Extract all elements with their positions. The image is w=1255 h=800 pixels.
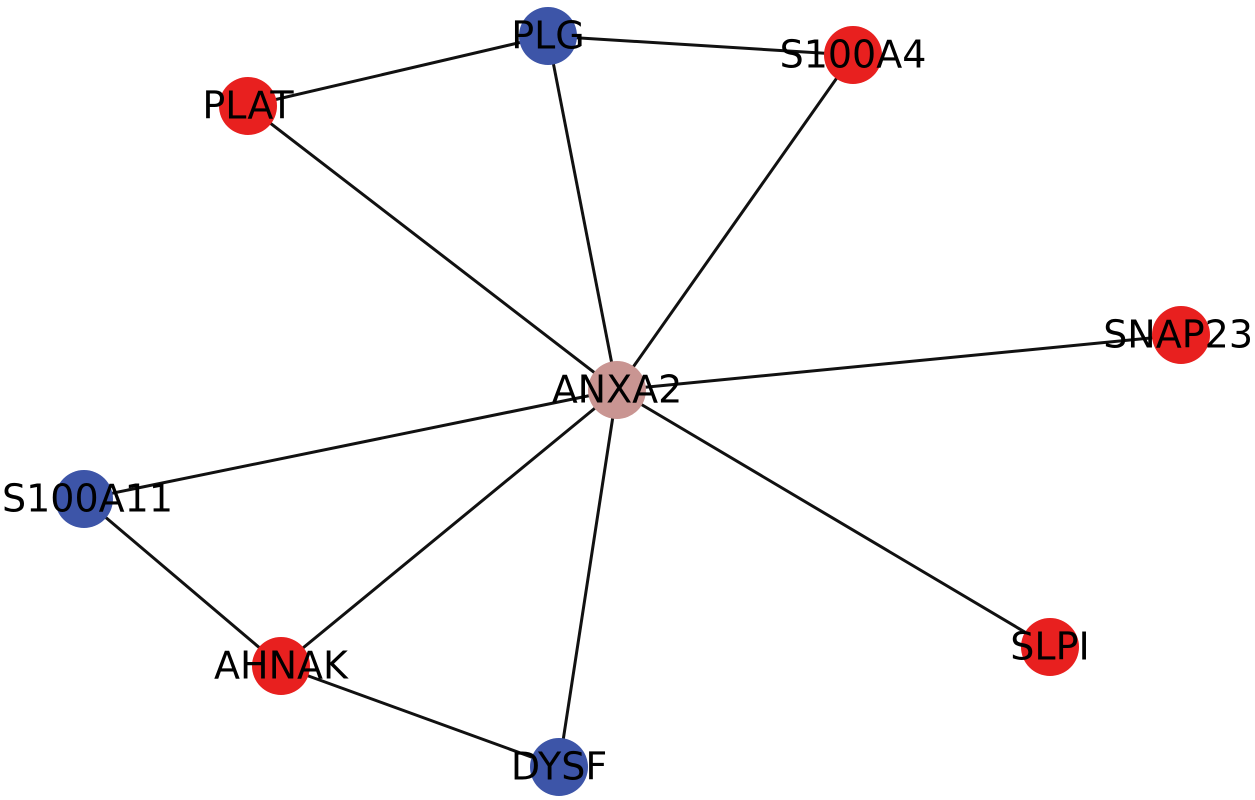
node-label-dysf: DYSF xyxy=(511,745,607,789)
node-label-plg: PLG xyxy=(511,14,585,58)
edge-slpi-anxa2 xyxy=(616,388,1051,649)
node-anxa2 xyxy=(588,361,646,419)
node-label-ahnak: AHNAK xyxy=(214,644,349,688)
node-s100a11 xyxy=(55,470,113,528)
node-label-slpi: SLPI xyxy=(1010,625,1089,669)
node-dysf xyxy=(530,738,588,796)
edge-plg-anxa2 xyxy=(546,35,619,391)
node-plg xyxy=(519,7,577,65)
edges-layer xyxy=(83,34,1182,769)
edge-snap23-anxa2 xyxy=(616,333,1182,392)
nodes-layer xyxy=(55,7,1210,796)
edge-s100a11-anxa2 xyxy=(83,388,618,501)
node-label-s100a11: S100A11 xyxy=(2,477,173,521)
edge-s100a4-anxa2 xyxy=(615,54,855,391)
node-ahnak xyxy=(252,637,310,695)
node-label-anxa2: ANXA2 xyxy=(552,368,683,412)
edge-plat-anxa2 xyxy=(247,104,618,392)
node-snap23 xyxy=(1152,306,1210,364)
node-slpi xyxy=(1021,618,1079,676)
edge-dysf-anxa2 xyxy=(557,389,619,768)
node-plat xyxy=(219,77,277,135)
edge-ahnak-dysf xyxy=(280,664,560,769)
node-label-plat: PLAT xyxy=(202,84,294,128)
edge-plg-s100a4 xyxy=(547,34,854,57)
node-label-snap23: SNAP23 xyxy=(1103,313,1253,357)
edge-plg-plat xyxy=(247,34,549,108)
edge-ahnak-anxa2 xyxy=(280,388,618,668)
node-s100a4 xyxy=(824,26,882,84)
edge-s100a11-ahnak xyxy=(83,497,282,668)
node-label-s100a4: S100A4 xyxy=(780,33,927,77)
